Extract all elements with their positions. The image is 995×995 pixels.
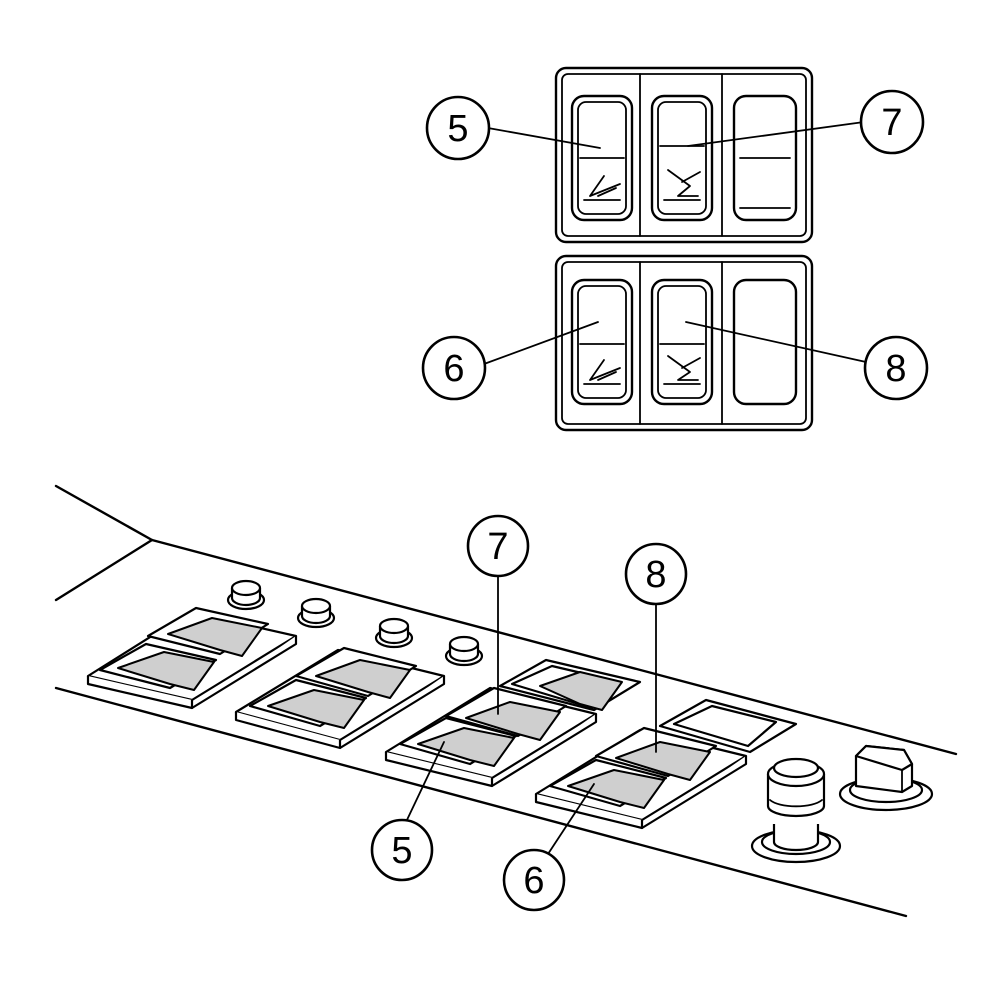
blade-lower-icon — [583, 359, 621, 385]
rocker-switch-blank-lower[interactable] — [732, 278, 798, 406]
console-switch-group-a[interactable] — [86, 606, 298, 710]
knob-3[interactable] — [374, 617, 414, 649]
blade-raise-icon — [663, 169, 701, 201]
callout-console-8: 8 — [624, 542, 688, 606]
callout-label: 8 — [645, 554, 666, 596]
callout-label: 6 — [523, 860, 544, 902]
callout-panel-8: 8 — [863, 335, 929, 401]
console-switch-group-b[interactable] — [234, 646, 446, 750]
callout-panel-5: 5 — [425, 95, 491, 161]
callout-label: 6 — [443, 348, 464, 390]
console-body — [54, 484, 958, 918]
rocker-switch-8[interactable] — [650, 278, 714, 406]
blade-raise-icon — [663, 355, 701, 385]
callout-label: 7 — [487, 526, 508, 568]
console-switch-group-c[interactable] — [384, 658, 642, 788]
knob-4[interactable] — [444, 635, 484, 667]
callout-label: 5 — [391, 830, 412, 872]
knob-2[interactable] — [296, 597, 336, 629]
rocker-switch-5[interactable] — [570, 94, 634, 222]
callout-label: 8 — [885, 348, 906, 390]
rocker-switch-7[interactable] — [650, 94, 714, 222]
console-switch-group-d[interactable] — [534, 698, 798, 830]
callout-label: 7 — [881, 102, 902, 144]
callout-panel-7: 7 — [859, 89, 925, 155]
switch-panel-lower — [554, 254, 814, 432]
callout-panel-6: 6 — [421, 335, 487, 401]
rotary-selector-knob[interactable] — [838, 744, 934, 812]
joystick-knob[interactable] — [750, 757, 842, 864]
callout-console-7: 7 — [466, 514, 530, 578]
knob-1[interactable] — [226, 579, 266, 611]
switch-panel-upper — [554, 66, 814, 244]
rocker-switch-blank-upper[interactable] — [732, 94, 798, 222]
callout-console-6: 6 — [502, 848, 566, 912]
blade-lower-icon — [583, 175, 621, 201]
callout-console-5: 5 — [370, 818, 434, 882]
console-leader-lines — [405, 573, 657, 855]
panel-leader-lines — [483, 121, 867, 365]
console-knobs — [226, 579, 484, 667]
callout-label: 5 — [447, 108, 468, 150]
rocker-switch-6[interactable] — [570, 278, 634, 406]
